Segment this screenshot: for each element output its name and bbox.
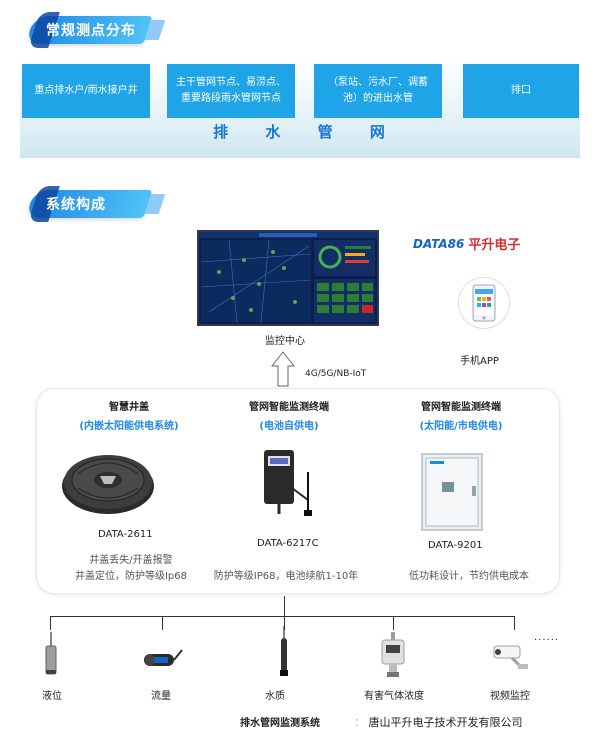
monitor-center-caption: 监控中心 bbox=[265, 336, 305, 347]
control-cabinet-icon bbox=[421, 453, 483, 531]
mobile-app-badge bbox=[458, 277, 510, 329]
footer-company-name: 唐山平升电子技术开发有限公司 bbox=[368, 716, 523, 729]
footer-title: 排水管网监测系统 bbox=[240, 718, 320, 729]
brand-logo: DATA86 平升电子 bbox=[413, 234, 521, 254]
water-quality-probe-icon bbox=[280, 626, 288, 676]
pipe-node-main-network: 主干管网节点、易涝点、重要路段雨水管网节点 bbox=[167, 64, 295, 118]
device-battery-terminal: 管网智能监测终端 (电池自供电) bbox=[204, 398, 374, 432]
battery-terminal-icon bbox=[264, 450, 312, 516]
device-description: 低功耗设计，节约供电成本 bbox=[384, 569, 554, 585]
cctv-camera-icon bbox=[493, 645, 528, 669]
device-desc-line: 防护等级IP68，电池续航1-10年 bbox=[213, 571, 359, 582]
device-subtitle: (内嵌太阳能供电系统) bbox=[79, 421, 179, 432]
flow-meter-icon bbox=[144, 649, 183, 666]
device-model: DATA-9201 bbox=[428, 540, 483, 551]
manhole-cover-icon bbox=[62, 455, 154, 514]
sensor-drop-line bbox=[50, 616, 51, 630]
device-desc-line: 井盖定位，防护等级Ip68 bbox=[74, 571, 188, 582]
device-model: DATA-2611 bbox=[98, 529, 153, 540]
device-solar-terminal: 管网智能监测终端 (太阳能/市电供电) bbox=[376, 398, 546, 432]
section-tag-system: 系统构成 bbox=[25, 186, 166, 222]
mobile-app-caption: 手机APP bbox=[460, 356, 499, 367]
monitoring-dashboard-icon bbox=[199, 232, 377, 323]
device-smart-cover: 智慧井盖 (内嵌太阳能供电系统) bbox=[44, 398, 214, 432]
bus-horizontal-line bbox=[50, 616, 515, 617]
pipe-network-label: 排 水 管 网 bbox=[213, 123, 387, 141]
sensor-label-flow: 流量 bbox=[151, 691, 171, 702]
footer-company: ： 唐山平升电子技术开发有限公司 bbox=[354, 714, 523, 730]
device-model: DATA-6217C bbox=[257, 538, 319, 549]
monitoring-screen bbox=[197, 230, 379, 326]
level-sensor-icon bbox=[45, 632, 57, 675]
sensor-label-video: 视频监控 bbox=[490, 691, 530, 702]
more-sensors-dots: ...... bbox=[534, 632, 560, 643]
gas-detector-icon bbox=[381, 632, 405, 677]
device-description: 井盖丢失/开盖报警 井盖定位，防护等级Ip68 bbox=[46, 553, 216, 585]
sensor-drop-line bbox=[284, 616, 285, 630]
device-subtitle: (太阳能/市电供电) bbox=[419, 421, 503, 432]
sensor-drop-line bbox=[393, 616, 394, 630]
device-desc-line: 井盖丢失/开盖报警 bbox=[89, 555, 173, 566]
sensor-label-quality: 水质 bbox=[265, 691, 285, 702]
device-title: 管网智能监测终端 bbox=[421, 402, 501, 413]
smartphone-icon bbox=[472, 284, 496, 322]
device-desc-line: 低功耗设计，节约供电成本 bbox=[409, 571, 529, 582]
pipe-node-pump-station: （泵站、污水厂、调蓄池）的进出水管 bbox=[314, 64, 442, 118]
sensor-drop-line bbox=[514, 616, 515, 630]
brand-logo-cn: 平升电子 bbox=[468, 238, 521, 253]
device-subtitle: (电池自供电) bbox=[259, 421, 319, 432]
section-title-system: 系统构成 bbox=[46, 197, 106, 213]
device-description: 防护等级IP68，电池续航1-10年 bbox=[196, 569, 376, 585]
section-title-distribution: 常规测点分布 bbox=[46, 23, 136, 39]
pipe-node-outfall: 排口 bbox=[463, 64, 579, 118]
sensor-drop-line bbox=[162, 616, 163, 630]
footer-company-prefix: ： bbox=[354, 716, 365, 729]
bus-vertical-line bbox=[284, 596, 285, 616]
device-title: 管网智能监测终端 bbox=[249, 402, 329, 413]
uplink-arrow-icon bbox=[270, 351, 296, 387]
pipe-node-household: 重点排水户/雨水接户井 bbox=[22, 64, 150, 118]
brand-logo-en: DATA86 bbox=[413, 236, 465, 251]
section-tag-distribution: 常规测点分布 bbox=[25, 12, 166, 48]
sensor-label-level: 液位 bbox=[42, 691, 62, 702]
sensor-label-gas: 有害气体浓度 bbox=[364, 691, 424, 702]
network-protocol-label: 4G/5G/NB-IoT bbox=[305, 369, 367, 379]
device-title: 智慧井盖 bbox=[109, 402, 149, 413]
